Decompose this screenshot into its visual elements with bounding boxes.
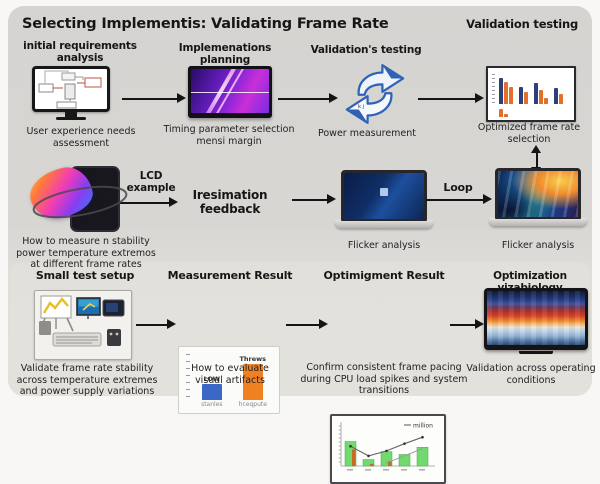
- chart-y-axis: [492, 74, 495, 106]
- caption-optimized-frame-rate: Optimized frame rate selection: [477, 122, 581, 145]
- step-header-optimigment-result: Optimigment Result: [323, 269, 445, 282]
- scanline: [191, 91, 269, 93]
- monitor-base: [56, 117, 86, 120]
- wallpaper: [344, 173, 424, 219]
- caption-timing-parameter: Timing parameter selection mensi margin: [163, 124, 295, 147]
- laptop-dark-image: [334, 170, 434, 228]
- caption-power-measurement: Power measurement: [317, 128, 417, 139]
- caption-flicker-analysis-2: Flicker analysis: [501, 240, 575, 251]
- arrow-lcd-example: [118, 196, 178, 209]
- feedback-label: Iresimation feedback: [192, 188, 268, 217]
- caption-confirm-consistent: Confirm consistent frame pacing during C…: [300, 362, 468, 397]
- laptop-screen: [341, 170, 427, 221]
- tiny-marks: k j: [358, 104, 364, 110]
- step-header-implementations-planning: Implemenations planning: [178, 42, 272, 67]
- arrow-row3-2: [286, 318, 328, 331]
- optimization-chart-drawing: million: [338, 422, 435, 471]
- laptop-base: [335, 220, 433, 228]
- logo-mark: [380, 187, 388, 196]
- arrow-row3-1: [136, 318, 176, 331]
- monitor-frame: [32, 66, 110, 112]
- page-title: Selecting Implementis: Validating Frame …: [22, 16, 389, 32]
- cycle-arrows-icon: k j: [338, 62, 412, 126]
- frame-rate-chart: [486, 66, 576, 122]
- monitor-frame: [484, 288, 588, 350]
- chart-bars: [499, 78, 563, 104]
- monitor-screen: [487, 291, 585, 345]
- diagram-canvas: Selecting Implementis: Validating Frame …: [8, 6, 596, 484]
- monitor-screen: [191, 69, 269, 113]
- arrow-row1-3: [418, 92, 484, 105]
- chart-sub-bars: [499, 109, 508, 117]
- laptop-colorful-image: [488, 168, 588, 226]
- lcd-example-label: LCD example: [126, 170, 176, 195]
- test-bench-image: [34, 290, 132, 360]
- arrow-row2-1: [292, 193, 336, 206]
- step-header-validations-testing: Validation's testing: [310, 44, 422, 56]
- arrow-loop: [426, 193, 492, 206]
- caption-user-experience: User experience needs assessment: [26, 126, 136, 149]
- step-header-small-test-setup: Small test setup: [35, 269, 135, 282]
- laptop-base: [489, 218, 587, 226]
- step-header-measurement-result: Measurement Result: [167, 269, 293, 282]
- loop-label: Loop: [443, 181, 473, 194]
- wallpaper: [498, 171, 578, 217]
- monitor-screen: [35, 69, 107, 109]
- laptop-screen: [495, 168, 581, 219]
- double-arrow-vertical: [530, 145, 543, 175]
- swirl-phone-image: [25, 162, 134, 232]
- caption-flicker-analysis-1: Flicker analysis: [347, 240, 421, 251]
- caption-how-to-evaluate: How to evaluate visual artifacts: [191, 363, 269, 386]
- wave-texture: [498, 171, 578, 217]
- orbit-ring: [32, 185, 128, 219]
- cycle-arrows-drawing: k j: [345, 64, 405, 124]
- optimization-chart: million: [330, 414, 446, 484]
- caption-validation-across: Validation across operating conditions: [466, 363, 596, 386]
- flowchart-monitor-image: [32, 66, 110, 120]
- svg-text:million: million: [413, 422, 433, 429]
- monitor-frame: [188, 66, 272, 118]
- sunset-monitor-image: [484, 288, 588, 354]
- caption-how-to-measure: How to measure n stability power tempera…: [16, 236, 156, 271]
- arrow-row1-1: [122, 92, 186, 105]
- bench-drawing: [39, 295, 125, 347]
- caption-validate-frame-rate: Validate frame rate stability across tem…: [16, 363, 158, 398]
- corner-label: Validation testing: [466, 17, 578, 31]
- texture-overlay: [487, 291, 585, 345]
- monitor-stand: [65, 112, 77, 117]
- chart-y-ticks: [186, 354, 190, 400]
- arrow-row1-2: [278, 92, 338, 105]
- monitor-stand: [519, 351, 553, 354]
- purple-art-monitor-image: [188, 66, 272, 118]
- step-header-initial-requirements: initial requirements analysis: [23, 40, 137, 65]
- flowchart-drawing: [38, 70, 102, 109]
- arrow-row3-3: [450, 318, 484, 331]
